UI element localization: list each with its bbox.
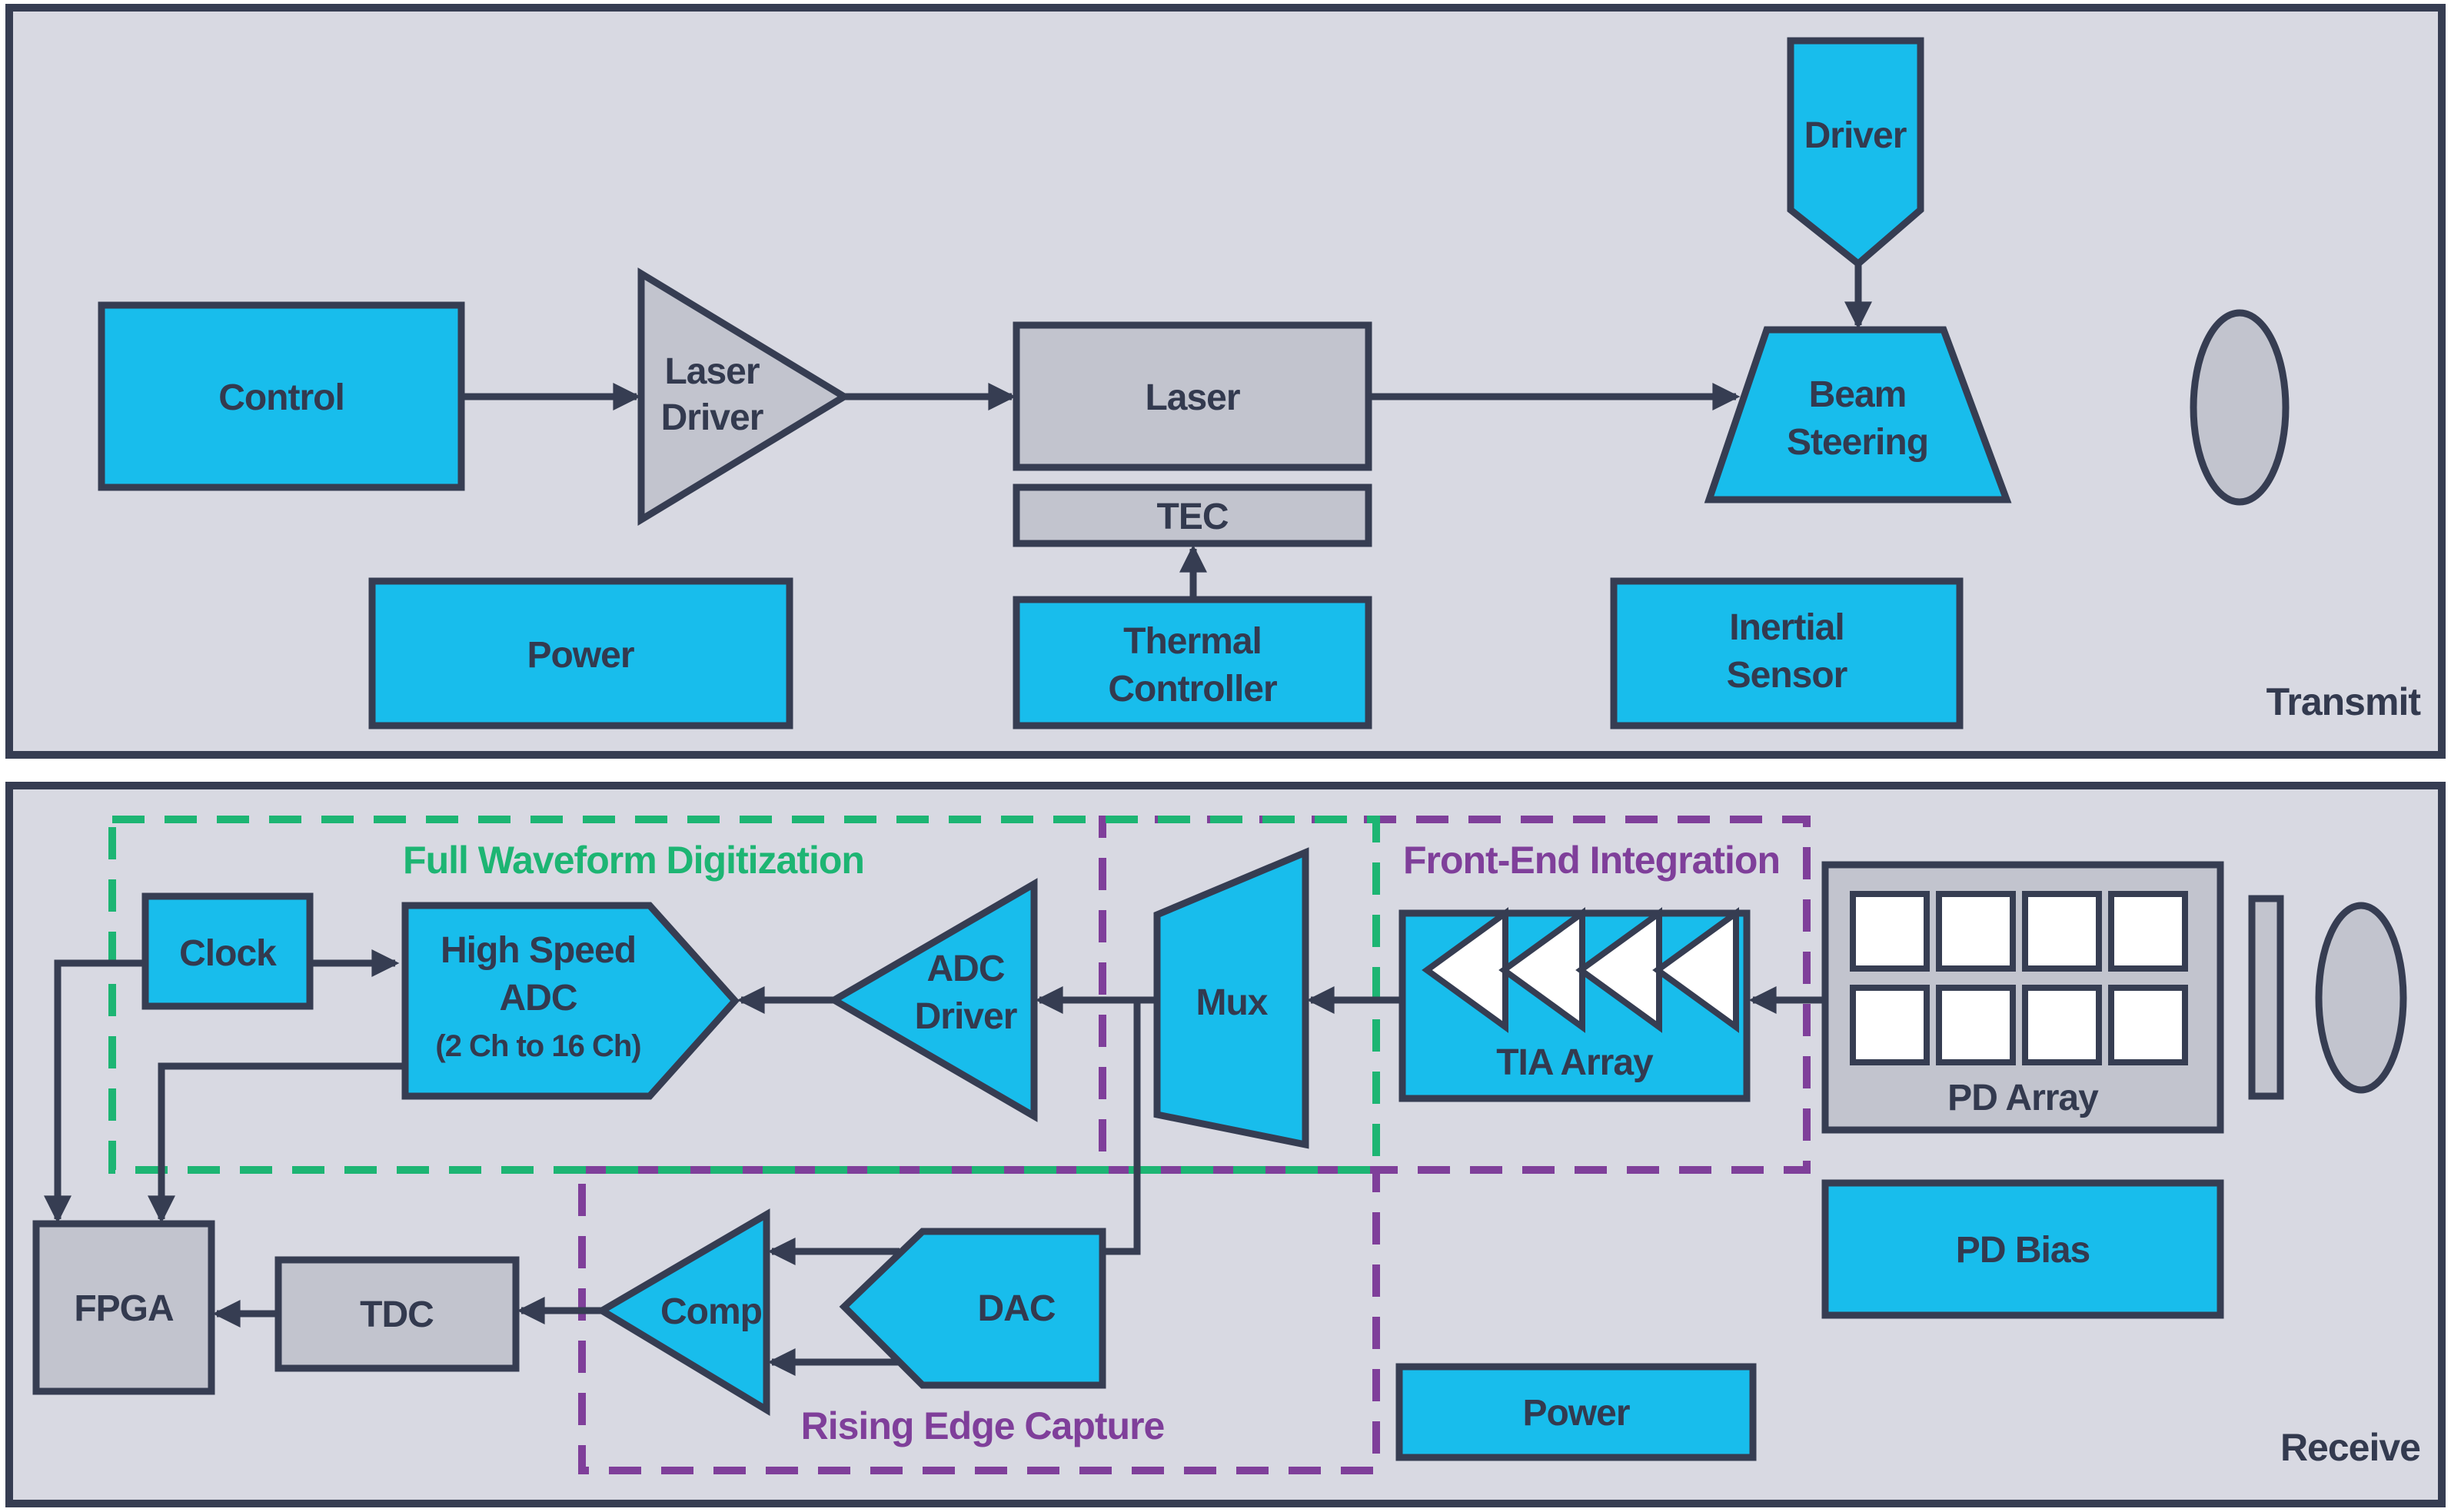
control-box [98,301,465,491]
inertial-sensor-label-line2: Sensor [1727,655,1847,696]
fpga-box [32,1220,215,1395]
wire-mux-tap-to-dac [1106,1000,1141,1255]
thermal-controller-box [1013,596,1372,729]
clock-label: Clock [179,933,277,974]
thermal-controller-label-line2: Controller [1108,669,1277,709]
driver-pentagon [1787,37,1924,268]
pd-cell [2108,985,2188,1065]
high-speed-adc-label-line3: (2 Ch to 16 Ch) [435,1029,640,1063]
front-end-integration-label: Front-End Integration [1403,839,1780,882]
beam-steering-label-line1: Beam [1809,374,1907,415]
tec-box [1013,484,1372,547]
laser-box [1013,321,1372,471]
power-receive-label: Power [1522,1393,1629,1434]
tdc-label: TDC [360,1294,434,1335]
dac-label: DAC [978,1288,1056,1329]
power-transmit-label: Power [527,635,634,676]
arrow-adc-to-fpga [148,1062,405,1224]
laser-label: Laser [1145,377,1239,418]
high-speed-adc-label-line1: High Speed [441,930,636,971]
clock-box [141,892,314,1010]
tia-amp-icon [1652,907,1739,1033]
laser-driver-amp [637,268,851,526]
full-waveform-digitization-group-box [108,816,1380,1174]
optical-window-bar [2248,895,2284,1100]
inertial-sensor-box [1610,577,1964,729]
transmit-lens [2190,309,2290,506]
beam-steering-trapezoid [1704,326,2012,503]
comp-label: Comp [660,1291,762,1332]
pd-cell [2022,891,2102,972]
power-box-receive [1395,1363,1757,1461]
beam-steering-label-line2: Steering [1787,422,1928,463]
adc-driver-label-line1: ADC [927,949,1005,989]
inertial-sensor-label-line1: Inertial [1729,607,1844,648]
dac-pentagon [839,1228,1106,1389]
pd-array-label: PD Array [1947,1078,2099,1118]
pd-cell [1850,891,1930,972]
laser-driver-label-line1: Laser [664,351,759,392]
pd-cell [2022,985,2102,1065]
fpga-label: FPGA [74,1288,174,1329]
mux-trapezoid [1153,847,1309,1149]
pd-bias-box [1821,1179,2224,1319]
receive-lens [2315,902,2407,1094]
tia-array-label: TIA Array [1496,1042,1654,1083]
rising-edge-capture-label: Rising Edge Capture [801,1404,1165,1447]
pd-cell [1936,891,2016,972]
front-end-integration-group-box [1099,816,1811,1174]
pd-cell [2108,891,2188,972]
driver-label: Driver [1804,115,1907,156]
arrow-clock-to-fpga [44,959,145,1224]
thermal-controller-label-line1: Thermal [1123,621,1262,662]
comp-amp [595,1208,770,1416]
full-waveform-digitization-label: Full Waveform Digitization [403,839,864,882]
high-speed-adc-pentagon [401,902,740,1100]
mux-label: Mux [1196,982,1269,1023]
laser-driver-label-line2: Driver [661,397,763,438]
tec-label: TEC [1157,497,1229,537]
adc-driver-label-line2: Driver [915,996,1017,1037]
adc-driver-amp [827,878,1038,1122]
tdc-box [274,1256,520,1372]
pd-cell [1936,985,2016,1065]
pd-bias-label: PD Bias [1956,1230,2090,1271]
high-speed-adc-label-line2: ADC [500,978,577,1019]
transmit-panel-label: Transmit [2266,680,2422,723]
power-box-transmit [368,577,793,729]
control-label: Control [218,377,344,418]
pd-cell [1850,985,1930,1065]
receive-panel-label: Receive [2280,1426,2420,1469]
